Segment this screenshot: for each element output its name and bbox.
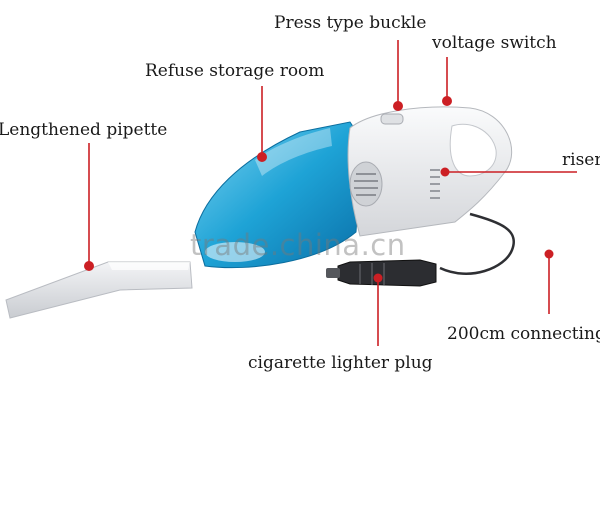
leader-lines <box>88 40 577 346</box>
lengthened-pipette-shape <box>5 261 193 319</box>
label-riser: riser <box>562 150 600 170</box>
leader-dots <box>84 96 554 283</box>
label-connecting-cable: 200cm connecting <box>447 324 600 344</box>
watermark: trade.china.cn <box>190 228 406 262</box>
vacuum-body-shape <box>347 106 513 237</box>
cigarette-lighter-plug-shape <box>326 212 515 287</box>
label-refuse-storage-room: Refuse storage room <box>145 61 325 81</box>
label-cigarette-lighter-plug: cigarette lighter plug <box>248 353 433 373</box>
label-press-type-buckle: Press type buckle <box>274 13 427 33</box>
label-voltage-switch: voltage switch <box>432 33 557 53</box>
label-lengthened-pipette: Lengthened pipette <box>0 120 168 140</box>
